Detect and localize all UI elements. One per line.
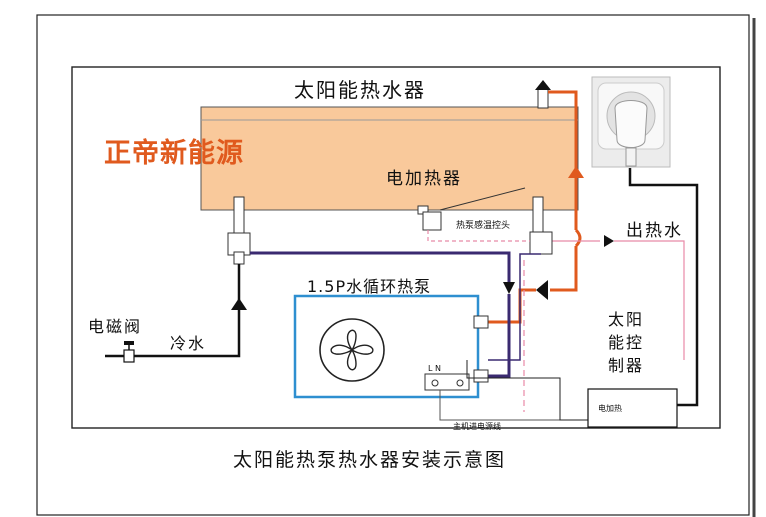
solenoid-valve-label: 电磁阀: [88, 317, 143, 336]
electric-heater-label: 电加热器: [386, 169, 462, 189]
sensor-line: [427, 230, 530, 242]
power-line-socket: [628, 168, 699, 407]
vent-pipe: [537, 87, 549, 109]
power-line-pump: [439, 390, 588, 421]
inlet-stub: [233, 251, 245, 265]
controller-label-2: 能控: [608, 333, 645, 352]
hot-pipe-upper: [548, 90, 578, 230]
solar-tank: [200, 106, 579, 211]
heat-pump-label: 1.5P水循环热泵: [307, 277, 432, 296]
cold-pipe-top: [250, 251, 511, 290]
hot-pipe-to-pump: [550, 246, 578, 292]
brand-text: 正帝新能源: [104, 138, 244, 169]
hot-water-out-label: 出热水: [626, 221, 683, 241]
cold-down-arrow: [503, 282, 515, 294]
power-socket-icon: [591, 76, 671, 168]
heater-element: [422, 211, 442, 231]
solenoid-valve-cap: [124, 341, 134, 345]
cold-pipe-to-pump: [488, 294, 511, 378]
pump-port-lower: [473, 369, 489, 383]
return-pipe: [488, 253, 541, 361]
cold-up-arrow: [231, 298, 247, 310]
cold-inlet-pipe: [134, 264, 241, 358]
controller-box: [587, 388, 678, 428]
sensor-label: 热泵感温控头: [456, 221, 511, 231]
outlet-tee: [529, 231, 553, 255]
outlet-pipe: [532, 196, 544, 236]
diagram-border: [71, 66, 721, 429]
solenoid-valve-body: [123, 349, 135, 363]
inlet-pipe: [233, 196, 245, 236]
hot-return-arrow: [536, 280, 548, 300]
hot-pipe-hop: [574, 228, 582, 248]
heater-leader: [439, 187, 526, 211]
power-line-heater: [466, 360, 588, 421]
fan-icon: [319, 318, 385, 382]
controller-label-3: 制器: [608, 356, 645, 375]
cold-water-label: 冷水: [170, 334, 207, 353]
terminal-ln-label: L N: [428, 364, 441, 373]
main-power-line-label: 主机进电源线: [453, 422, 501, 431]
tank-title: 太阳能热水器: [294, 78, 426, 102]
sensor-line-right: [614, 240, 685, 360]
pump-port-upper: [473, 315, 489, 329]
hot-out-arrow: [604, 235, 614, 247]
vent-arrow: [535, 80, 551, 90]
controller-box-label: 电加热: [598, 404, 622, 413]
hot-flow-arrow: [568, 166, 584, 178]
diagram-caption: 太阳能热泵热水器安装示意图: [233, 449, 507, 471]
controller-label-1: 太阳: [608, 310, 645, 329]
